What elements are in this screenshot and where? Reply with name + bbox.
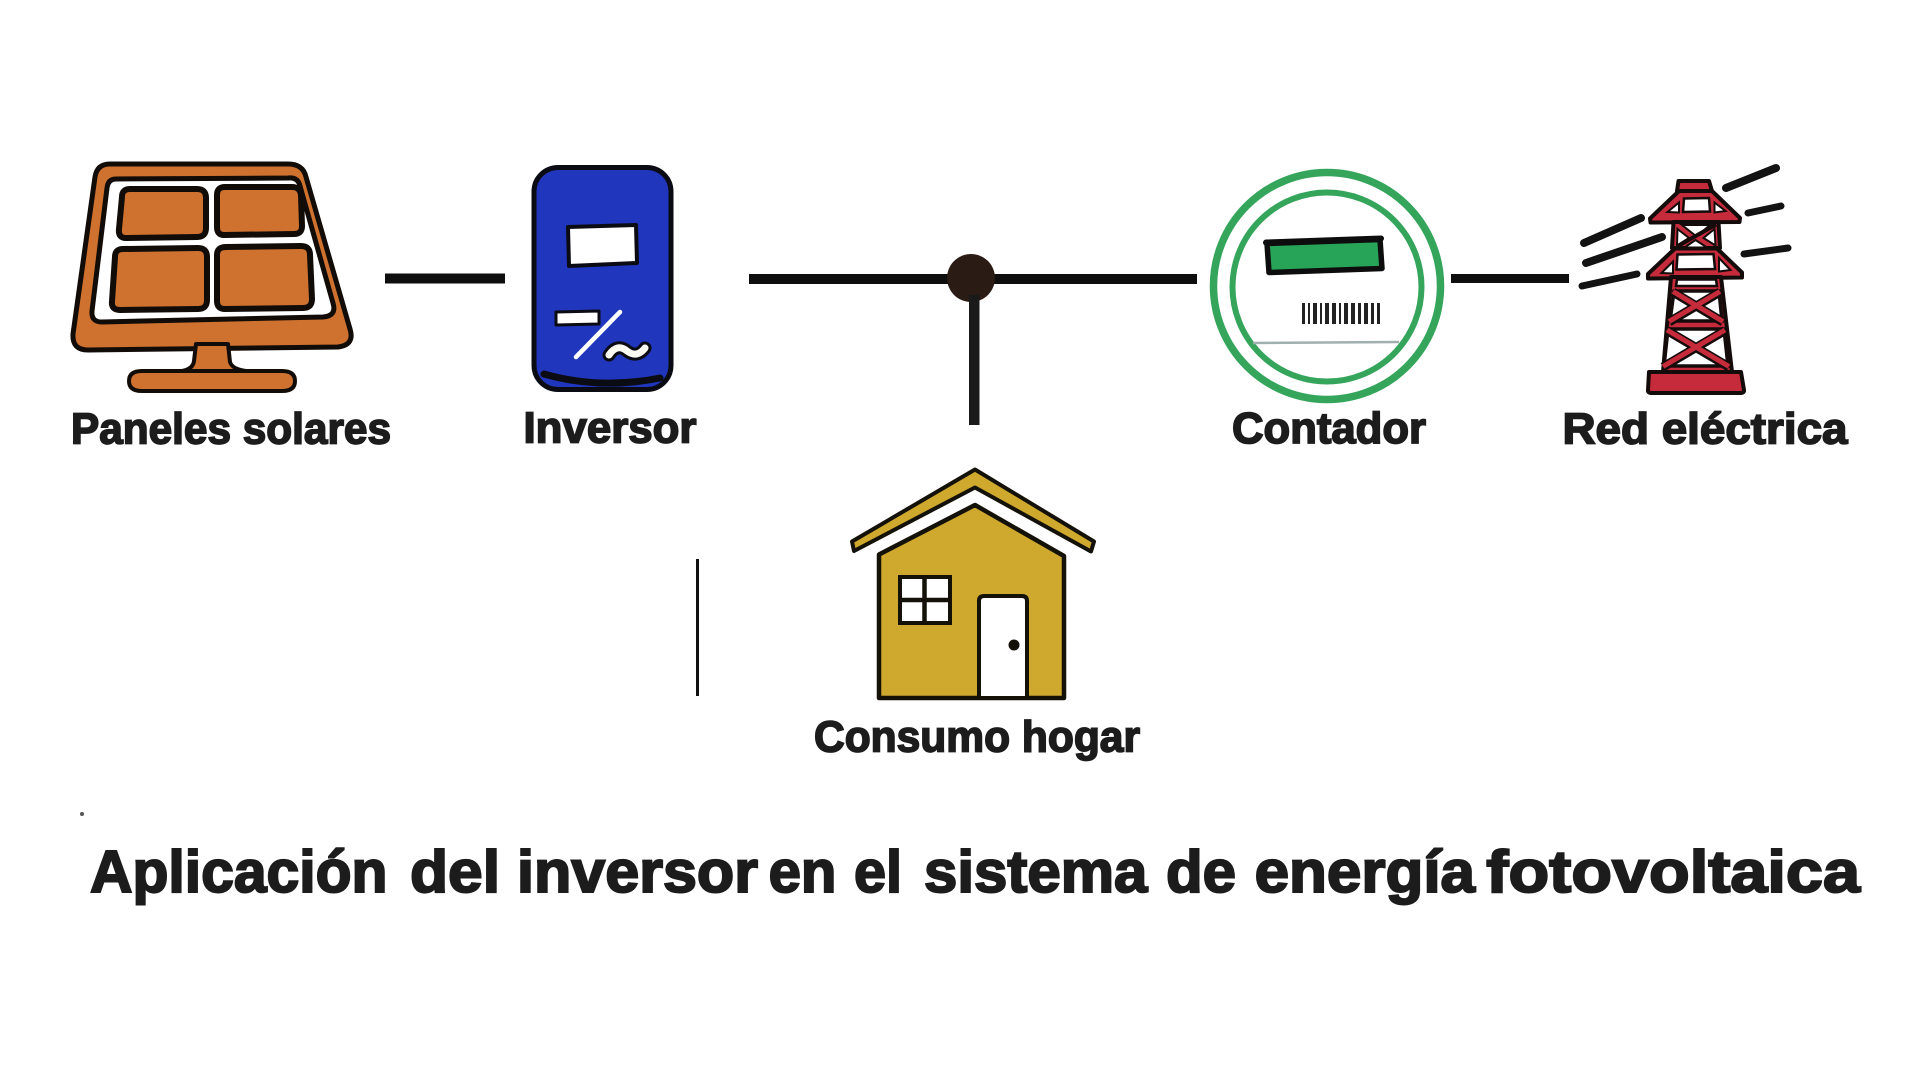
- svg-text:el: el: [854, 839, 902, 905]
- svg-text:inversor: inversor: [517, 839, 758, 905]
- svg-text:sistema: sistema: [924, 839, 1149, 905]
- svg-text:Aplicación: Aplicación: [90, 839, 388, 905]
- svg-text:Inversor: Inversor: [524, 404, 697, 453]
- svg-text:Paneles solares: Paneles solares: [71, 405, 391, 454]
- svg-text:del: del: [410, 839, 500, 905]
- svg-text:Contador: Contador: [1232, 404, 1426, 453]
- svg-text:fotovoltaica: fotovoltaica: [1486, 839, 1861, 905]
- svg-text:de: de: [1166, 839, 1236, 905]
- svg-text:Consumo hogar: Consumo hogar: [814, 713, 1140, 762]
- svg-text:energía: energía: [1255, 839, 1477, 905]
- svg-text:en: en: [769, 839, 837, 905]
- svg-text:Red eléctrica: Red eléctrica: [1563, 405, 1849, 454]
